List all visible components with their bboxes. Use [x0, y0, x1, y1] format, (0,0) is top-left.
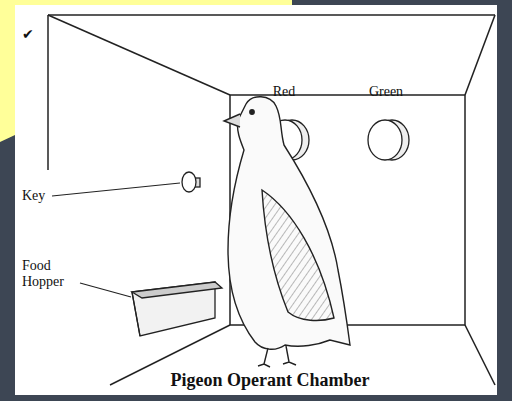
wall-edge: [47, 15, 49, 170]
bullet-mark: ✔: [22, 26, 34, 42]
hopper-edge: [132, 292, 140, 336]
pigeon-figure: [224, 97, 350, 367]
hopper-rim: [132, 282, 222, 298]
key-face: [368, 120, 402, 160]
key-label: Red: [273, 84, 296, 100]
figure-caption: Pigeon Operant Chamber: [171, 370, 370, 391]
ceiling-edge: [48, 14, 495, 16]
side-key: [182, 172, 200, 192]
wall-edge: [465, 325, 495, 385]
pigeon-body: [228, 97, 350, 350]
response-key-green: [368, 120, 409, 160]
part-label: Key: [22, 188, 45, 204]
leader-line: [52, 183, 180, 196]
pigeon-beak: [224, 114, 240, 127]
pigeon-eye: [250, 110, 254, 114]
food-hopper: [132, 282, 222, 336]
wall-edge: [48, 15, 230, 95]
leader-lines: [52, 183, 180, 297]
white-panel: [15, 5, 497, 395]
key-knob: [182, 172, 196, 192]
pigeon-legs: [258, 346, 296, 367]
wall-edge: [465, 15, 495, 95]
key-label: Green: [369, 84, 403, 100]
chamber-frame: [48, 15, 495, 385]
part-label: Food Hopper: [22, 258, 78, 290]
leader-line: [80, 283, 131, 297]
pigeon-wing: [262, 190, 334, 320]
